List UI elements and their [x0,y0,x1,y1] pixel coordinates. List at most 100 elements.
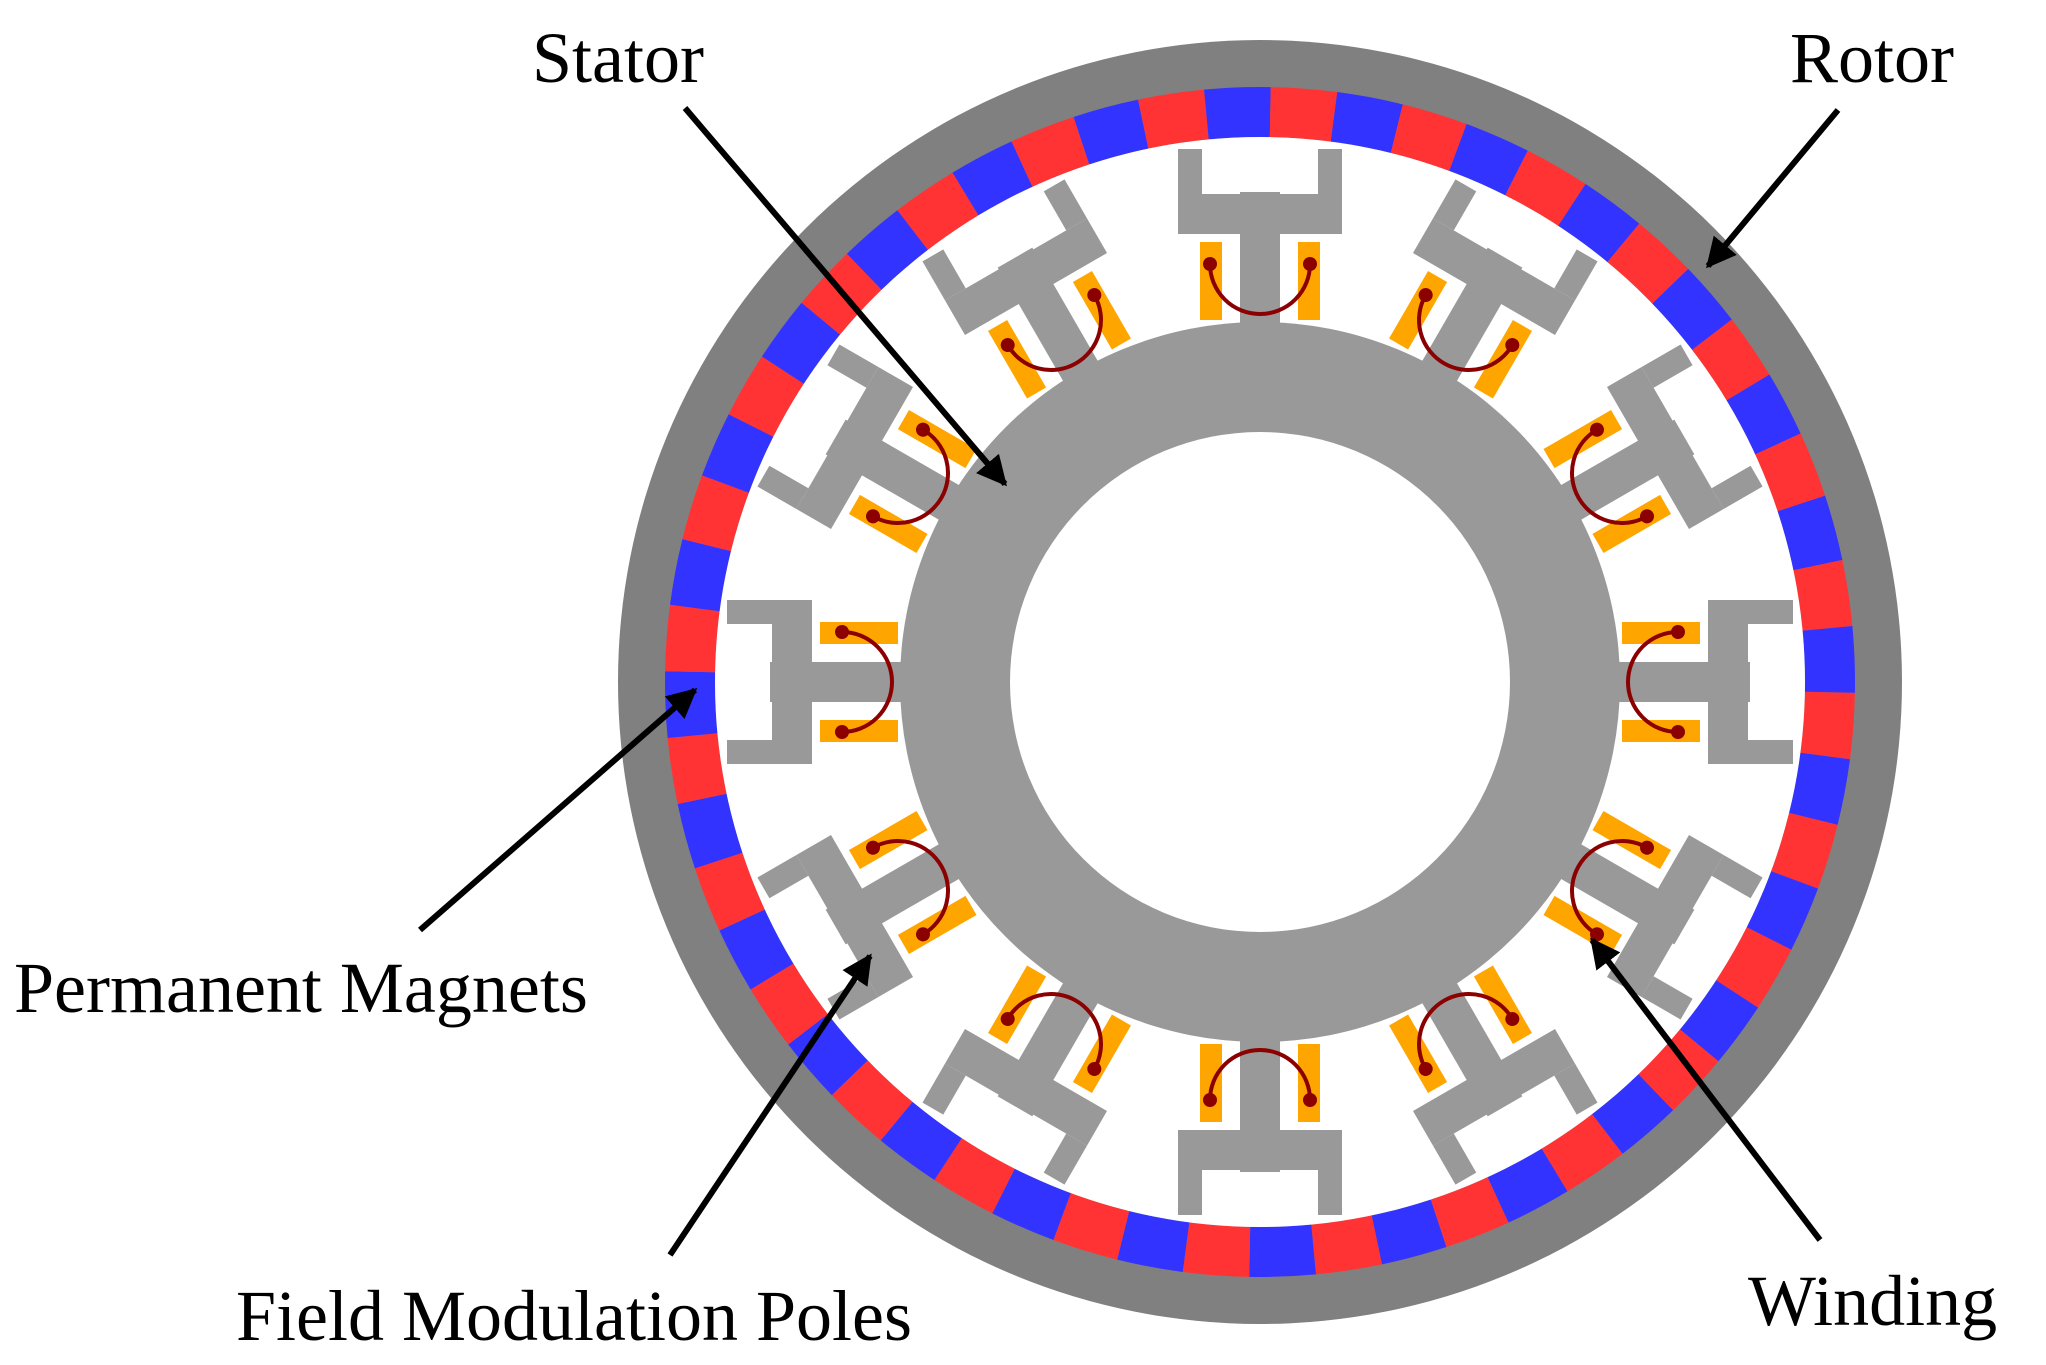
rotor-arrow [1705,108,1841,269]
tooth-head [1178,1130,1342,1170]
field-modulation-poles-arrow [667,953,873,1257]
magnet-north-segment [728,356,804,437]
magnet-south-segment [719,909,794,990]
magnet-north-segment [1430,1177,1509,1248]
tooth-head [1606,834,1724,998]
magnet-north-segment [682,475,749,552]
tooth-head [1412,1028,1576,1146]
magnet-south-segment [788,1014,868,1096]
magnet-north-segment [1793,560,1853,631]
magnet-north-segment [1011,116,1090,187]
modulation-pole-tip [827,976,879,1020]
magnet-south-segment [952,141,1033,216]
magnet-south-segment [1746,871,1818,950]
winding-label: Winding [1748,1261,1997,1341]
end-winding-arc [1626,630,1679,734]
magnet-north-segment [1692,319,1770,401]
end-winding-arc [1417,294,1515,372]
magnet-south-segment [992,1168,1071,1240]
end-winding [866,422,950,525]
end-winding [1417,992,1520,1076]
magnet-south-segment [1449,124,1528,196]
magnet-south-segment [670,539,731,612]
stator-tooth [757,811,977,1020]
stator-arrow [682,106,1008,487]
permanent-magnets-arrow [418,687,698,933]
magnet-south-segment [1204,87,1271,140]
magnet-north-segment [1269,87,1338,142]
magnet-north-segment [1638,1029,1719,1111]
winding-terminal [1203,1093,1217,1107]
permanent-magnets-label: Permanent Magnets [14,948,588,1028]
tooth-head [1178,194,1342,234]
winding-terminal [1639,509,1654,524]
end-winding [1626,625,1685,739]
end-winding-arc [1570,427,1648,525]
tooth-head [944,218,1108,336]
modulation-pole-tip [1711,465,1763,510]
magnet-north-segment [1053,1193,1130,1260]
magnet-north-segment [831,1060,913,1141]
field-modulation-poles-label: Field Modulation Poles [236,1276,912,1356]
winding-terminal [1671,725,1685,739]
magnet-north-segment [1541,1114,1623,1192]
end-winding-arc [1208,263,1312,316]
magnet-north-segment [1138,89,1209,149]
magnet-south-segment [1777,495,1843,571]
modulation-pole-tip [757,465,809,510]
modulation-pole-tip [1043,179,1088,231]
callout-arrows [418,106,1841,1257]
modulation-pole-tip [1748,600,1793,624]
end-winding-arc [872,427,950,525]
end-winding [1417,288,1520,372]
magnet-south-segment [1073,99,1149,165]
magnet-north-segment [897,172,979,250]
magnet-south-segment [1679,980,1759,1062]
end-winding-arc [1417,992,1515,1070]
magnet-north-segment [1505,150,1586,226]
magnet-south-segment [1487,1148,1568,1223]
winding-terminal [916,422,931,437]
winding-terminal [916,927,931,942]
winding-terminal [866,840,881,855]
end-winding-arc [1005,294,1103,372]
magnet-south-segment [761,302,841,384]
magnet-north-segment [694,852,765,931]
modulation-pole-tip [1043,1133,1088,1185]
magnet-south-segment [1558,183,1640,263]
winding-terminal [1505,1011,1520,1026]
magnet-south-segment [665,671,718,738]
magnet-south-segment [1652,268,1732,350]
tooth-head [944,1028,1108,1146]
tooth-head [796,834,914,998]
modulation-pole-tip [1711,854,1763,899]
magnet-north-segment [1755,433,1826,512]
modulation-pole-tip [1178,149,1202,194]
magnet-north-segment [1390,104,1467,171]
modulation-pole-tip [1432,179,1477,231]
modulation-pole-tip [757,854,809,899]
magnet-south-segment [702,414,774,493]
end-winding-arc [841,630,894,734]
magnet-north-segment [1607,223,1689,304]
magnet-south-segment [1802,626,1856,693]
modulation-pole-tip [1432,1133,1477,1185]
winding-terminal [835,625,849,639]
end-winding [835,625,894,739]
magnet-north-segment [1311,1215,1382,1275]
end-winding [866,839,950,942]
magnet-south-segment [1592,1074,1674,1154]
tooth-head [1606,366,1724,530]
tooth-head [772,600,812,764]
tooth-head [1708,600,1748,764]
magnet-north-segment [667,733,727,804]
magnet-south-segment [880,1101,962,1181]
winding-terminal [1671,625,1685,639]
magnet-north-segment [665,604,720,673]
magnet-south-segment [1789,752,1850,825]
winding-terminal [1639,840,1654,855]
magnet-north-segment [1800,691,1855,760]
modulation-pole-tip [922,249,966,301]
modulation-pole-tip [1641,976,1693,1020]
